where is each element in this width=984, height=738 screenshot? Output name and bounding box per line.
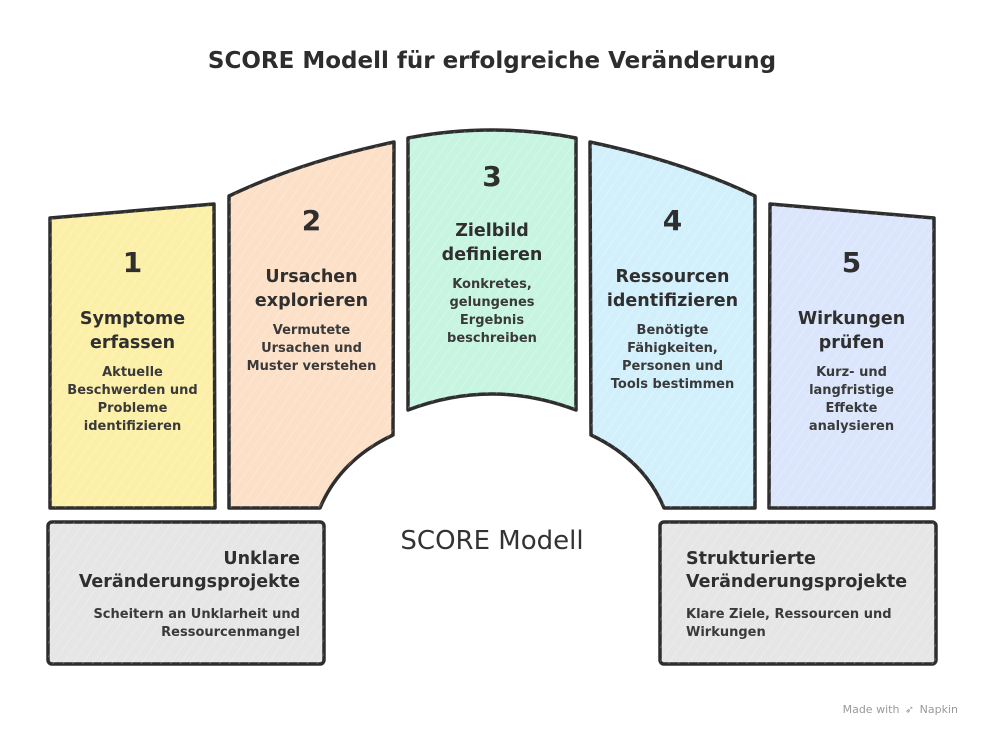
right-box-heading: Strukturierte Veränderungsprojekte (686, 549, 908, 592)
left-box-description: Scheitern an Unklarheit und Ressourcenma… (93, 607, 300, 640)
step-4-text: 4 Ressourcen identifizieren Benötigte Fä… (590, 204, 755, 394)
center-label: SCORE Modell (400, 526, 584, 556)
step-number: 3 (482, 160, 502, 193)
step-5-text: 5 Wirkungen prüfen Kurz- und langfristig… (769, 246, 934, 436)
step-description: Vermutete Ursachen und Muster verstehen (246, 323, 377, 374)
step-number: 2 (301, 204, 322, 237)
napkin-brand: Napkin (919, 703, 958, 716)
step-number: 5 (841, 246, 862, 279)
step-description: Benötigte Fähigkeiten, Personen und Tool… (610, 323, 735, 392)
step-heading: Wirkungen prüfen (797, 309, 906, 353)
step-number: 1 (122, 246, 143, 279)
step-description: Kurz- und langfristige Effekte analysier… (808, 365, 895, 434)
step-description: Aktuelle Beschwerden und Probleme identi… (67, 365, 198, 434)
step-2-text: 2 Ursachen explorieren Vermutete Ursache… (229, 204, 394, 376)
step-heading: Symptome erfassen (79, 309, 186, 353)
right-box-text: Strukturierte Veränderungsprojekte Klare… (686, 548, 926, 642)
diagram-title: SCORE Modell für erfolgreiche Veränderun… (207, 48, 777, 74)
step-heading: Zielbild definieren (441, 221, 543, 265)
made-with-napkin[interactable]: Made with ➶ Napkin (843, 703, 958, 716)
step-number: 4 (662, 204, 683, 237)
step-1-text: 1 Symptome erfassen Aktuelle Beschwerden… (50, 246, 215, 436)
step-heading: Ursachen explorieren (254, 267, 369, 311)
made-with-text: Made with (842, 703, 900, 716)
step-heading: Ressourcen identifizieren (606, 267, 739, 311)
step-description: Konkretes, gelungenes Ergebnis beschreib… (447, 277, 537, 346)
left-box-text: Unklare Veränderungsprojekte Scheitern a… (60, 548, 300, 642)
right-box-description: Klare Ziele, Ressourcen und Wirkungen (686, 607, 892, 640)
step-3-text: 3 Zielbild definieren Konkretes, gelunge… (408, 160, 576, 348)
napkin-arrow-icon: ➶ (904, 703, 915, 716)
left-box-heading: Unklare Veränderungsprojekte (78, 549, 300, 592)
